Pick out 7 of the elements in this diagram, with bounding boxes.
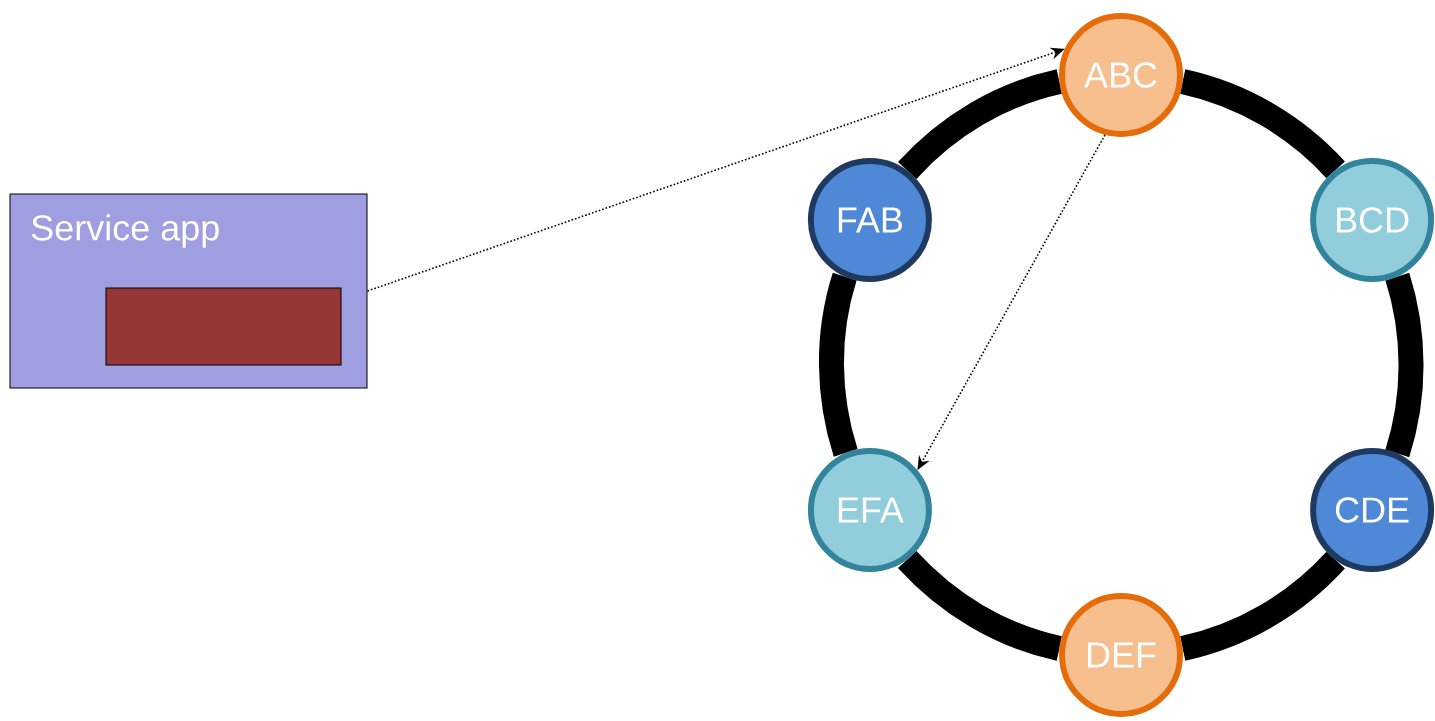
ring-segment: [898, 69, 1063, 180]
ring-segment: [1385, 273, 1424, 457]
library-box: [105, 287, 342, 366]
ring-segment: [1179, 551, 1345, 661]
ring-segment: [898, 550, 1063, 661]
ring-segment: [818, 273, 858, 457]
ring-segment: [1179, 69, 1345, 179]
